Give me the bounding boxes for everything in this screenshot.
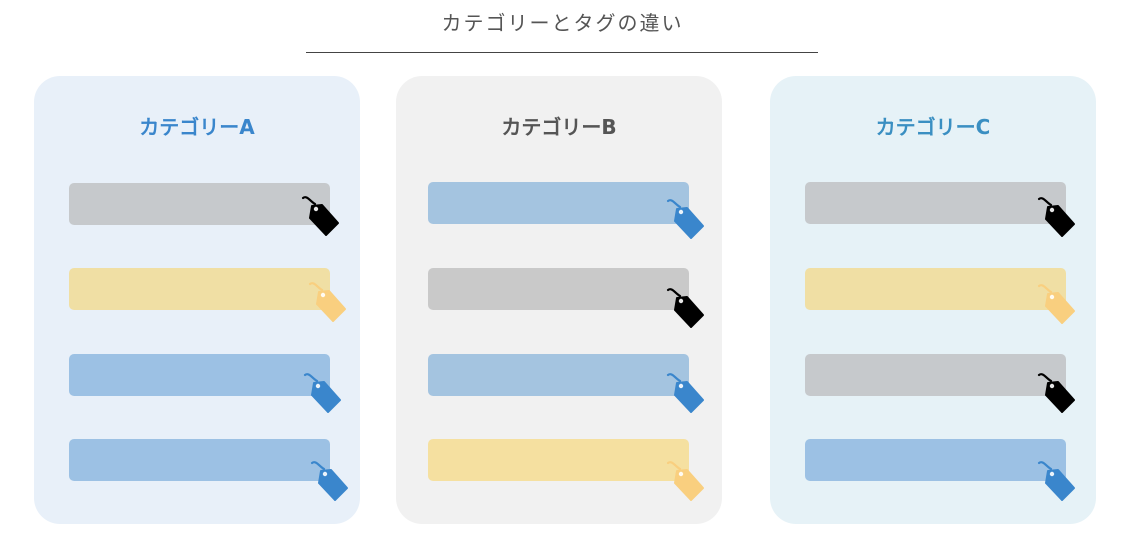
black-tag-icon	[666, 288, 704, 328]
category-heading-b: カテゴリーB	[501, 115, 617, 139]
tag-bar	[805, 182, 1066, 224]
blue-tag-icon	[666, 199, 704, 239]
yellow-tag-icon	[1037, 284, 1075, 324]
tag-bar	[428, 268, 689, 310]
blue-tag-icon	[303, 373, 341, 413]
yellow-tag-icon	[666, 461, 704, 501]
black-tag-icon	[1037, 373, 1075, 413]
black-tag-icon	[301, 196, 339, 236]
tag-bar	[805, 268, 1066, 310]
tag-bar	[428, 439, 689, 481]
black-tag-icon	[1037, 197, 1075, 237]
category-panel-b: カテゴリーB	[396, 76, 722, 524]
tag-bar	[69, 439, 330, 481]
page-title: カテゴリーとタグの違い	[441, 11, 684, 35]
tag-bar	[428, 354, 689, 396]
category-heading-c: カテゴリーC	[875, 115, 991, 139]
tag-bar	[69, 354, 330, 396]
tag-bar	[805, 439, 1066, 481]
blue-tag-icon	[666, 373, 704, 413]
tag-bar	[69, 268, 330, 310]
tag-bar	[428, 182, 689, 224]
yellow-tag-icon	[308, 282, 346, 322]
category-panel-c: カテゴリーC	[770, 76, 1096, 524]
blue-tag-icon	[310, 461, 348, 501]
category-heading-a: カテゴリーA	[139, 115, 255, 139]
blue-tag-icon	[1037, 461, 1075, 501]
category-panel-a: カテゴリーA	[34, 76, 360, 524]
tag-bar	[69, 183, 330, 225]
tag-bar	[805, 354, 1066, 396]
title-divider	[306, 52, 818, 53]
